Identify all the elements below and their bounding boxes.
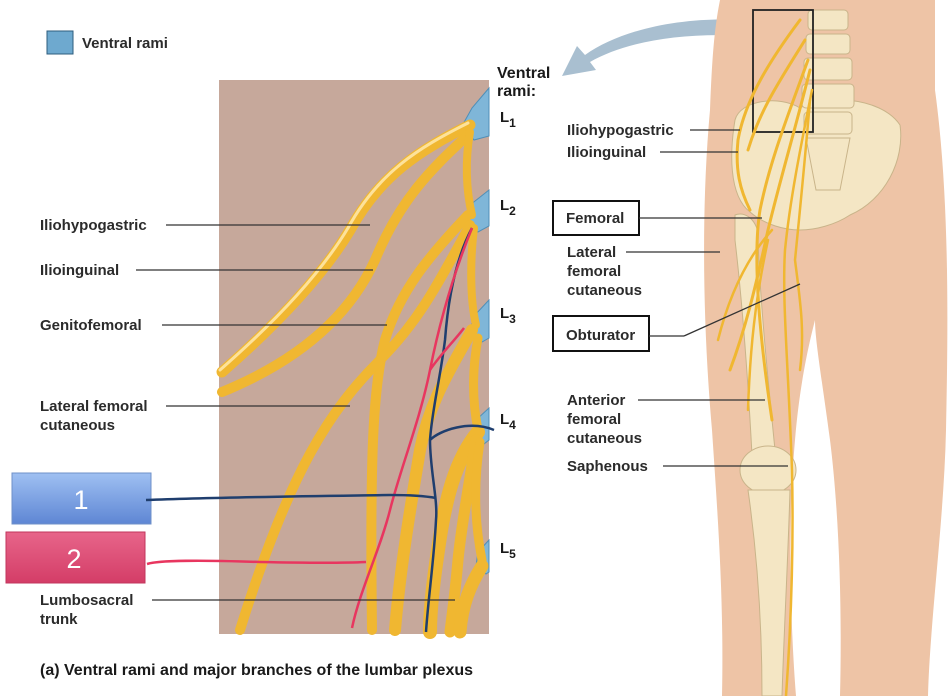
tibia [747, 489, 791, 696]
marker-1-line [145, 493, 437, 502]
header-line-1: Ventral [497, 65, 550, 82]
nerve-femoral-trunk [423, 425, 485, 639]
header-line-2: rami: [497, 83, 536, 100]
ventral-rami-header: Ventral rami: [497, 65, 550, 100]
label-iliohypogastric-right: Iliohypogastric [567, 122, 674, 139]
marker-1[interactable]: 1 [11, 472, 437, 525]
nerve-iliohypogastric [216, 119, 476, 378]
trace-blue [424, 227, 495, 633]
label-lumbosacral-1: Lumbosacral [40, 592, 133, 609]
body-figure [704, 0, 948, 696]
nerve-l2-l3-trunk [389, 324, 478, 636]
label-anterior-2: femoral [567, 411, 621, 428]
label-obturator: Obturator [566, 327, 635, 344]
legend: Ventral rami [46, 30, 168, 55]
label-anterior-1: Anterior [567, 392, 626, 409]
label-lateral-femoral-left-2: cutaneous [40, 417, 115, 434]
label-ilioinguinal-left: Ilioinguinal [40, 262, 119, 279]
lumbar-nerves [216, 119, 489, 639]
level-l3: L3 [500, 305, 516, 326]
label-lumbosacral-2: trunk [40, 611, 78, 628]
level-labels: L1 L2 L3 L4 L5 [500, 109, 516, 561]
nerve-connector-l4-l5 [471, 437, 487, 565]
trace-pink [350, 227, 474, 629]
knee-patella [739, 445, 797, 495]
label-saphenous: Saphenous [567, 458, 648, 475]
nerve-connector-l1-l2 [462, 128, 476, 219]
body-nerves [716, 18, 814, 696]
obturator-label-box [552, 315, 650, 352]
legend-swatch [46, 30, 74, 55]
level-l1: L1 [500, 109, 516, 130]
label-lateral-3: cutaneous [567, 282, 642, 299]
marker-2-line [146, 559, 367, 566]
leader-obturator-diag [683, 283, 801, 337]
nerve-lumbosacral-trunk [453, 559, 489, 639]
dissection-panel [216, 80, 495, 639]
label-ilioinguinal-right: Ilioinguinal [567, 144, 646, 161]
right-labels: Iliohypogastric Ilioinguinal Femoral Lat… [552, 122, 801, 475]
legend-label: Ventral rami [82, 35, 168, 52]
spine [801, 9, 855, 191]
label-iliohypogastric-left: Iliohypogastric [40, 217, 147, 234]
marker-2[interactable]: 2 [5, 531, 367, 584]
label-lateral-femoral-left-1: Lateral femoral [40, 398, 148, 415]
marker-2-box[interactable] [5, 531, 146, 584]
nerve-obturator [444, 434, 482, 638]
nerve-iliohypogastric-highlight [218, 121, 470, 372]
figure-caption: (a) Ventral rami and major branches of t… [40, 662, 473, 679]
left-labels: Iliohypogastric Ilioinguinal Genitofemor… [40, 217, 455, 628]
nerve-connector-l3-l4 [469, 333, 483, 435]
label-lateral-1: Lateral [567, 244, 616, 261]
label-genitofemoral: Genitofemoral [40, 317, 142, 334]
label-femoral: Femoral [566, 210, 624, 227]
zoom-arrow [562, 19, 748, 76]
level-l5: L5 [500, 540, 516, 561]
nerve-ilioinguinal [217, 130, 473, 397]
label-lateral-2: femoral [567, 263, 621, 280]
panel-background [219, 80, 489, 634]
marker-2-text: 2 [66, 544, 81, 574]
nerve-lateral-femoral-cutaneous [235, 220, 475, 635]
nerve-connector-l2-l3 [467, 224, 480, 329]
level-l4: L4 [500, 411, 516, 432]
marker-1-text: 1 [73, 485, 88, 515]
label-anterior-3: cutaneous [567, 430, 642, 447]
marker-1-box[interactable] [11, 472, 152, 525]
femoral-label-box [552, 200, 640, 236]
level-l2: L2 [500, 197, 516, 218]
